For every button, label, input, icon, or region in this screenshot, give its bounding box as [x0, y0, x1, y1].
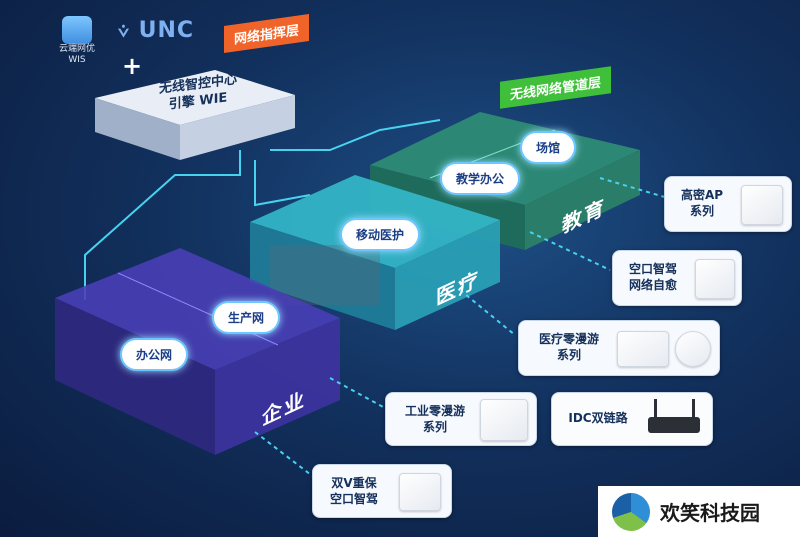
router-antenna-icon — [692, 399, 695, 419]
card-idc: IDC双链路 — [551, 392, 713, 446]
controller-server — [95, 70, 295, 160]
card-high-density-text: 高密AP 系列 — [673, 187, 731, 219]
card-medical-roaming: 医疗零漫游 系列 — [518, 320, 720, 376]
card-high-density-line1: 高密AP — [680, 188, 724, 202]
router-device-icon — [648, 417, 700, 433]
wis-icon — [62, 16, 92, 44]
ap-device-icon — [695, 259, 735, 299]
bubble-production: 生产网 — [212, 301, 281, 334]
connector-lines — [84, 119, 441, 300]
unc-label: UNC — [138, 18, 195, 43]
card-airport-line2: 网络自愈 — [628, 278, 677, 292]
card-industrial-roaming-line2: 系列 — [422, 420, 447, 434]
bubble-teaching-office: 教学办公 — [440, 162, 521, 195]
card-industrial-roaming-line1: 工业零漫游 — [404, 404, 465, 418]
ap-round-device-icon — [675, 331, 711, 367]
watermark-text: 欢笑科技园 — [660, 501, 760, 525]
bubble-office: 办公网 — [120, 338, 189, 371]
connector-enterprise — [84, 150, 241, 300]
card-high-density-line2: 系列 — [689, 204, 714, 218]
card-dual-v-line2: 空口智驾 — [329, 492, 378, 506]
router-antenna-icon — [654, 399, 657, 419]
ap-device-icon — [399, 473, 441, 511]
card-dual-v-text: 双V重保 空口智驾 — [319, 475, 389, 507]
card-medical-roaming-text: 医疗零漫游 系列 — [527, 331, 611, 363]
connector-education — [270, 119, 441, 151]
card-high-density: 高密AP 系列 — [664, 176, 792, 232]
card-medical-roaming-line2: 系列 — [556, 348, 581, 362]
wis-logo: 云端网优 WIS — [52, 16, 102, 66]
card-medical-roaming-line1: 医疗零漫游 — [538, 332, 599, 346]
bubble-mobile-medical: 移动医护 — [340, 218, 421, 251]
card-airport-line1: 空口智驾 — [628, 262, 677, 276]
enterprise-block — [55, 248, 340, 455]
wis-caption-2: WIS — [68, 55, 86, 65]
watermark: 欢笑科技园 — [598, 486, 800, 537]
card-connectors — [254, 177, 669, 479]
ap-device-icon — [741, 185, 783, 225]
card-dual-v-line1: 双V重保 — [331, 476, 377, 490]
wis-caption-1: 云端网优 — [58, 44, 95, 54]
watermark-logo-icon — [612, 492, 650, 531]
unc-logo: ⩒ UNC — [118, 18, 194, 43]
ap-device-icon — [617, 331, 669, 367]
unc-icon: ⩒ — [118, 21, 130, 42]
card-airport-text: 空口智驾 网络自愈 — [621, 261, 685, 293]
plus-sign: + — [122, 52, 143, 80]
connector-medical — [254, 160, 311, 207]
card-industrial-roaming: 工业零漫游 系列 — [385, 392, 537, 446]
card-idc-line1: IDC双链路 — [568, 411, 628, 425]
ap-device-icon — [480, 399, 528, 441]
card-airport: 空口智驾 网络自愈 — [612, 250, 742, 306]
card-industrial-roaming-text: 工业零漫游 系列 — [392, 403, 478, 435]
card-dual-v: 双V重保 空口智驾 — [312, 464, 452, 518]
bubble-venue: 场馆 — [520, 131, 577, 164]
